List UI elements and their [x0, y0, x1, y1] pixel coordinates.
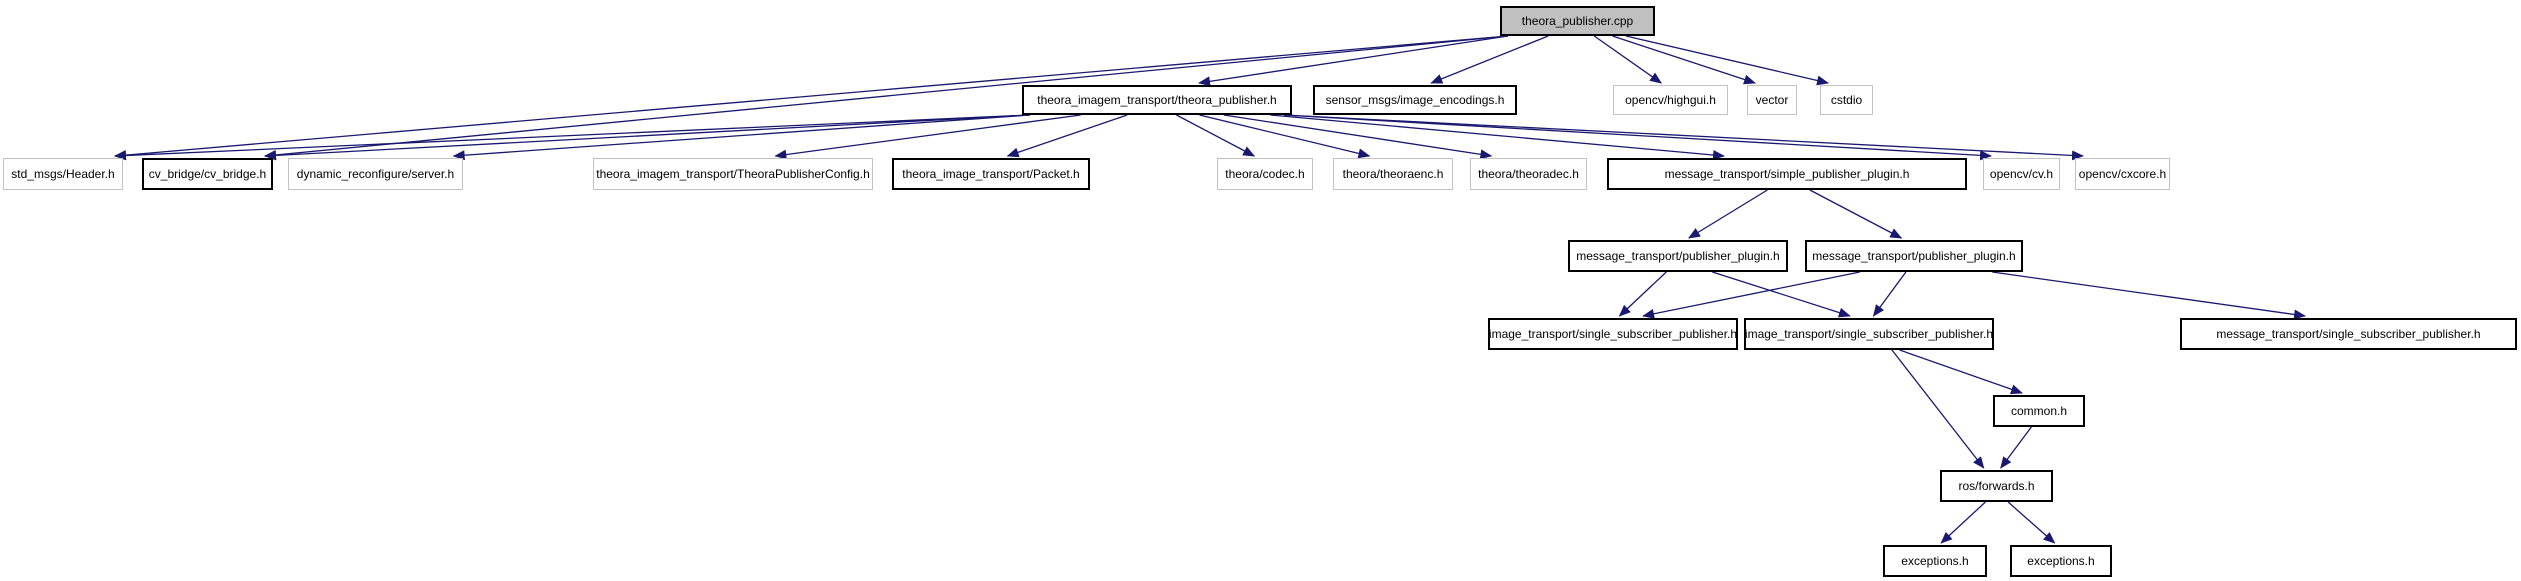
- graph-node-cv-bridge[interactable]: cv_bridge/cv_bridge.h: [142, 158, 273, 190]
- graph-node-header: std_msgs/Header.h: [3, 158, 123, 190]
- graph-node-isp1[interactable]: image_transport/single_subscriber_publis…: [1488, 318, 1738, 350]
- edge-cpp-to-image-encodings: [1430, 35, 1549, 84]
- edge-cpp-to-thp: [1198, 35, 1509, 87]
- graph-node-theoradec: theora/theoradec.h: [1470, 158, 1587, 190]
- graph-node-dyn-reconf: dynamic_reconfigure/server.h: [288, 158, 463, 190]
- edge-thp-to-cxcore: [1283, 114, 2084, 161]
- graph-node-codec: theora/codec.h: [1217, 158, 1313, 190]
- edge-spp-to-pp1: [1688, 189, 1768, 239]
- edge-thp-to-cv-bridge: [264, 114, 1031, 161]
- graph-node-common[interactable]: common.h: [1993, 395, 2085, 427]
- edge-common-to-forwards: [2000, 426, 2032, 469]
- graph-node-cstdio: cstdio: [1820, 85, 1873, 115]
- edge-cpp-to-vector: [1612, 35, 1756, 85]
- edge-thp-to-packet: [1006, 114, 1128, 158]
- graph-node-tp-config: theora_imagem_transport/TheoraPublisherC…: [593, 158, 873, 190]
- graph-node-forwards[interactable]: ros/forwards.h: [1940, 470, 2053, 502]
- edge-cpp-to-cv-bridge: [264, 35, 1509, 160]
- edge-thp-to-header: [114, 114, 1031, 161]
- graph-node-packet[interactable]: theora_image_transport/Packet.h: [892, 158, 1090, 190]
- edge-isp2-to-common: [1899, 349, 2023, 395]
- edge-pp2-to-isp1: [1642, 271, 1860, 319]
- edge-cpp-to-highgui: [1593, 35, 1663, 84]
- graph-node-pp2[interactable]: message_transport/publisher_plugin.h: [1805, 240, 2023, 272]
- edge-thp-to-cv-h: [1283, 114, 1992, 161]
- edge-thp-to-theoradec: [1223, 114, 1493, 160]
- edge-spp-to-pp2: [1809, 189, 1903, 239]
- graph-node-highgui: opencv/highgui.h: [1613, 85, 1728, 115]
- edge-group: [114, 35, 2307, 544]
- graph-node-exceptions2[interactable]: exceptions.h: [2010, 545, 2112, 577]
- edge-thp-to-tp-config: [774, 114, 1081, 160]
- edge-thp-to-theoraenc: [1199, 114, 1371, 159]
- edge-pp1-to-isp1: [1618, 271, 1667, 317]
- edge-pp1-to-isp2: [1712, 271, 1851, 318]
- edge-pp2-to-isp2: [1872, 271, 1907, 317]
- graph-node-cxcore: opencv/cxcore.h: [2075, 158, 2170, 190]
- graph-node-isp2[interactable]: image_transport/single_subscriber_publis…: [1744, 318, 1994, 350]
- edge-thp-to-spp: [1270, 114, 1725, 160]
- graph-node-cv-h: opencv/cv.h: [1983, 158, 2060, 190]
- graph-node-pp1[interactable]: message_transport/publisher_plugin.h: [1568, 240, 1788, 272]
- edge-thp-to-codec: [1176, 114, 1256, 157]
- edge-cpp-to-header: [114, 35, 1509, 161]
- edge-cpp-to-cstdio: [1625, 35, 1829, 86]
- edge-forwards-to-exceptions1: [1940, 501, 1986, 544]
- graph-node-vector: vector: [1747, 85, 1797, 115]
- graph-node-theoraenc: theora/theoraenc.h: [1333, 158, 1453, 190]
- edge-isp2-to-forwards: [1891, 349, 1985, 469]
- edge-thp-to-dyn-reconf: [452, 114, 1031, 161]
- graph-node-cpp: theora_publisher.cpp: [1500, 6, 1655, 36]
- edge-pp2-to-mssp: [1992, 271, 2307, 320]
- graph-node-image-encodings[interactable]: sensor_msgs/image_encodings.h: [1313, 85, 1517, 115]
- graph-node-thp[interactable]: theora_imagem_transport/theora_publisher…: [1022, 85, 1292, 115]
- graph-node-mssp[interactable]: message_transport/single_subscriber_publ…: [2180, 318, 2517, 350]
- edge-forwards-to-exceptions2: [2007, 501, 2056, 544]
- graph-node-spp[interactable]: message_transport/simple_publisher_plugi…: [1607, 158, 1967, 190]
- graph-node-exceptions1[interactable]: exceptions.h: [1883, 545, 1987, 577]
